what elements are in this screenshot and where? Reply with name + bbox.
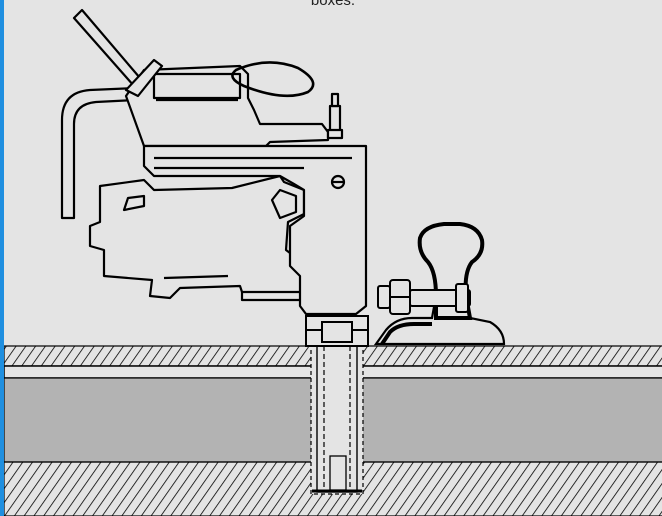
- bolt-nut-icon: [377, 279, 471, 315]
- caption-text: boxes.: [310, 0, 356, 9]
- drill-shaft: [305, 315, 369, 347]
- rail-drilling-illustration: [4, 8, 662, 516]
- anchor-hole: [310, 345, 364, 495]
- rail-drilling-machine-icon: [60, 8, 368, 316]
